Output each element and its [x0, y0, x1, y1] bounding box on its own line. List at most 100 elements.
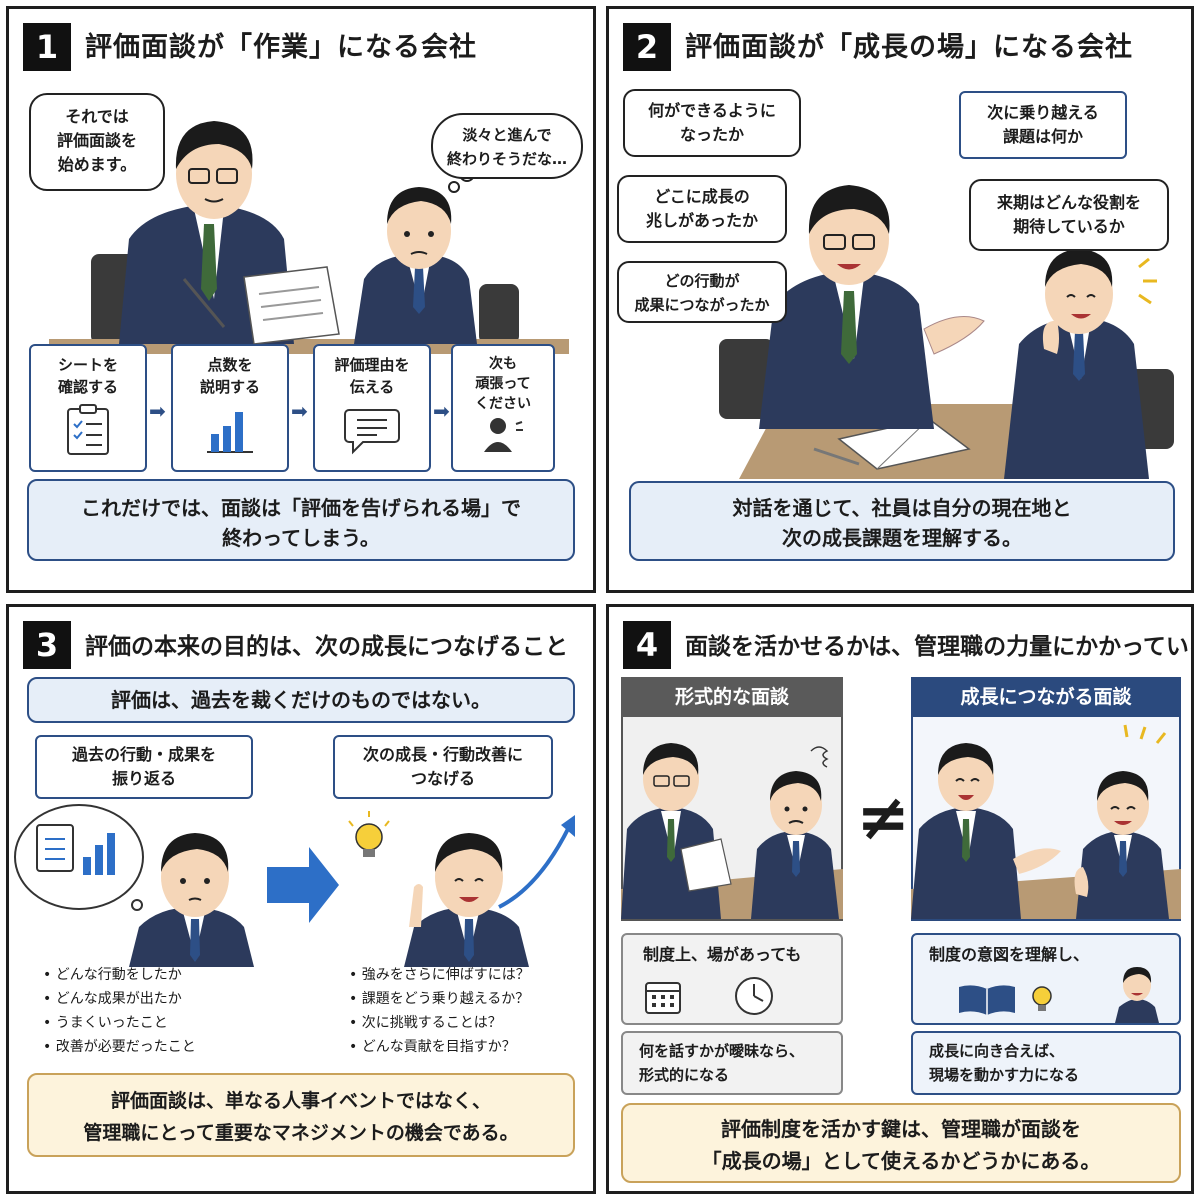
growth-box-move-workplace: 成長に向き合えば、 現場を動かす力になる — [911, 1031, 1181, 1095]
list-item: 次に挑戦することは？ — [349, 1011, 530, 1035]
box-line: 制度上、場があっても — [643, 945, 802, 964]
not-equal-sign: ≠ — [856, 781, 910, 855]
step-give-reason: 評価理由を 伝える — [313, 344, 431, 472]
box-line: 形式的になる — [639, 1066, 730, 1084]
lightbulb-icon — [1032, 986, 1052, 1011]
list-item: どんな行動をしたか — [43, 963, 196, 987]
arrow-right-icon: ➡ — [291, 399, 308, 423]
summary-line: 対話を通じて、社員は自分の現在地と — [732, 496, 1072, 520]
summary-line: 「成長の場」として使えるかどうかにある。 — [701, 1149, 1101, 1173]
arrow-right-icon: ➡ — [149, 399, 166, 423]
box-line: 現場を動かす力になる — [929, 1066, 1080, 1084]
panel-2: 2 評価面談が「成長の場」になる会社 — [606, 6, 1194, 593]
step-line: シートを — [57, 356, 118, 374]
panel-3: 3 評価の本来の目的は、次の成長につなげること 評価は、過去を裁くだけのものでは… — [6, 604, 596, 1194]
step-check-sheet: シートを 確認する — [29, 344, 147, 472]
list-item: どんな成果が出たか — [43, 987, 196, 1011]
arrow-right-icon: ➡ — [433, 399, 450, 423]
book-icon — [959, 985, 1015, 1015]
bubble-line: 次に乗り越える — [987, 103, 1099, 122]
bubble-line: 始めます。 — [57, 155, 137, 174]
step-explain-score: 点数を 説明する — [171, 344, 289, 472]
label-line: 次の成長・行動改善に — [362, 745, 523, 764]
bubble-line: 評価面談を — [56, 131, 137, 150]
question-bubble-next-challenge: 次に乗り越える 課題は何か — [959, 91, 1127, 159]
speech-icon — [344, 409, 400, 455]
growth-box-understand-intent: 制度の意図を理解し、 — [911, 933, 1181, 1025]
panel-1: 1 評価面談が「作業」になる会社 — [6, 6, 596, 593]
panel-2-title: 評価面談が「成長の場」になる会社 — [685, 32, 1133, 63]
bubble-line: 期待しているか — [1013, 217, 1125, 236]
panel-1-title: 評価面談が「作業」になる会社 — [85, 32, 477, 63]
list-item: 強みをさらに伸ばすには？ — [349, 963, 530, 987]
label-line: 振り返る — [111, 769, 176, 788]
bubble-line: なったか — [679, 125, 744, 144]
question-bubble-growth-signs: どこに成長の 兆しがあったか — [617, 175, 787, 243]
panel-3-summary: 評価面談は、単なる人事イベントではなく、 管理職にとって重要なマネジメントの機会… — [27, 1073, 575, 1157]
box-line: 成長に向き合えば、 — [929, 1042, 1065, 1060]
question-bubble-which-action: どの行動が 成果につながったか — [617, 261, 787, 323]
person-icon — [484, 418, 523, 452]
question-bubble-expected-role: 来期はどんな役割を 期待しているか — [969, 179, 1169, 251]
growth-bullet-list: 強みをさらに伸ばすには？ 課題をどう乗り越えるか？ 次に挑戦することは？ どんな… — [349, 963, 530, 1059]
list-item: 課題をどう乗り越えるか？ — [349, 987, 530, 1011]
box-line: 制度の意図を理解し、 — [929, 945, 1090, 964]
step-line: ください — [475, 396, 531, 412]
question-bubble-what-can-do: 何ができるように なったか — [623, 89, 801, 157]
comparison-illustration: ≠ — [621, 724, 1181, 919]
bar-chart-icon — [207, 412, 253, 453]
panel-2-summary: 対話を通じて、社員は自分の現在地と 次の成長課題を理解する。 — [629, 481, 1175, 561]
employee-thought-bubble: 淡々と進んで 終わりそうだな… — [431, 113, 583, 179]
manager-speech-bubble: それでは 評価面談を 始めます。 — [29, 93, 165, 191]
panel-3-title: 評価の本来の目的は、次の成長につなげること — [85, 634, 568, 660]
summary-line: これだけでは、面談は「評価を告げられる場」で — [81, 496, 521, 520]
list-item: うまくいったこと — [43, 1011, 196, 1035]
bubble-line: どこに成長の — [654, 187, 750, 206]
summary-line: 評価面談は、単なる人事イベントではなく、 — [110, 1090, 491, 1112]
panel-number-2: 2 — [623, 23, 671, 71]
summary-line: 次の成長課題を理解する。 — [782, 526, 1022, 550]
step-line: 頑張って — [475, 376, 531, 392]
bubble-line: 何ができるように — [648, 101, 776, 120]
reflect-past-label: 過去の行動・成果を 振り返る — [35, 735, 253, 799]
label-line: つなげる — [410, 769, 475, 788]
panel-1-summary: これだけでは、面談は「評価を告げられる場」で 終わってしまう。 — [27, 479, 575, 561]
summary-line: 終わってしまう。 — [222, 526, 380, 550]
step-line: 確認する — [57, 378, 118, 396]
next-growth-label: 次の成長・行動改善に つなげる — [333, 735, 553, 799]
formal-box-vague-topic: 何を話すかが曖昧なら、 形式的になる — [621, 1031, 843, 1095]
list-item: 改善が必要だったこと — [43, 1035, 196, 1059]
step-line: 次も — [489, 356, 517, 372]
growth-meeting-illustration — [719, 185, 1174, 479]
bubble-line: どの行動が — [664, 272, 740, 290]
bubble-line: それでは — [65, 107, 129, 126]
formal-box-system-exists: 制度上、場があっても — [621, 933, 843, 1025]
formal-meeting-header: 形式的な面談 — [621, 677, 843, 717]
step-line: 伝える — [349, 378, 395, 396]
step-keep-trying: 次も 頑張って ください — [451, 344, 555, 472]
growth-meeting-header: 成長につながる面談 — [911, 677, 1181, 717]
box-line: 何を話すかが曖昧なら、 — [639, 1042, 805, 1060]
summary-line: 評価制度を活かす鍵は、管理職が面談を — [721, 1117, 1081, 1141]
reflection-growth-illustration — [14, 804, 575, 967]
bubble-line: 淡々と進んで — [462, 126, 552, 144]
reflection-bullet-list: どんな行動をしたか どんな成果が出たか うまくいったこと 改善が必要だったこと — [43, 963, 196, 1059]
meeting-scene-illustration — [49, 121, 569, 354]
panel-number-1: 1 — [23, 23, 71, 71]
panel-4-title: 面談を活かせるかは、管理職の力量にかかっている — [685, 634, 1194, 660]
label-line: 過去の行動・成果を — [71, 745, 216, 764]
panel-4: 4 面談を活かせるかは、管理職の力量にかかっている 形式的な面談 成長につながる… — [606, 604, 1194, 1194]
smiling-person-icon — [1115, 967, 1159, 1023]
step-line: 評価理由を — [334, 356, 410, 374]
bubble-line: 兆しがあったか — [645, 211, 758, 230]
panel-number-4: 4 — [623, 621, 671, 669]
step-line: 点数を — [207, 356, 253, 374]
bubble-line: 成果につながったか — [634, 296, 770, 314]
clock-icon — [735, 977, 773, 1015]
clipboard-icon — [67, 404, 109, 455]
panel-4-summary: 評価制度を活かす鍵は、管理職が面談を 「成長の場」として使えるかどうかにある。 — [621, 1103, 1181, 1183]
calendar-icon — [645, 982, 681, 1014]
panel-3-banner: 評価は、過去を裁くだけのものではない。 — [27, 677, 575, 723]
step-line: 説明する — [199, 378, 260, 396]
